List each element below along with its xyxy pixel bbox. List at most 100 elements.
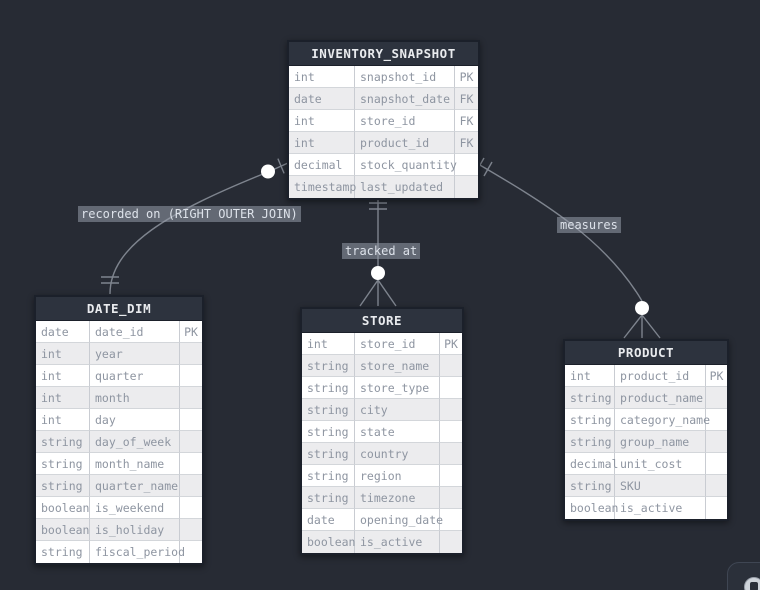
table-row[interactable]: int product_id PK xyxy=(565,365,727,387)
table-row[interactable]: string region xyxy=(302,465,462,487)
relationship-label-recorded-on[interactable]: recorded on (RIGHT OUTER JOIN) xyxy=(78,206,301,222)
column-type: string xyxy=(302,355,355,377)
table-row[interactable]: int quarter xyxy=(36,365,202,387)
column-key-badge xyxy=(180,519,202,541)
table-row[interactable]: string quarter_name xyxy=(36,475,202,497)
column-type: string xyxy=(565,475,615,497)
column-name: store_name xyxy=(355,355,440,377)
table-rows: int store_id PK string store_name string… xyxy=(302,333,462,553)
column-key-badge xyxy=(706,497,727,519)
column-type: string xyxy=(36,431,90,453)
column-key-badge xyxy=(706,387,727,409)
table-row[interactable]: string state xyxy=(302,421,462,443)
table-row[interactable]: string country xyxy=(302,443,462,465)
table-row[interactable]: decimal stock_quantity xyxy=(289,154,478,176)
entity-table-store[interactable]: STORE int store_id PK string store_name … xyxy=(300,307,464,555)
cardinality-one-and-only-one-marker xyxy=(369,202,387,210)
relationship-recorded-on[interactable] xyxy=(101,158,289,295)
column-name: opening_date xyxy=(355,509,443,531)
watermark-badge[interactable] xyxy=(727,562,760,590)
table-title[interactable]: PRODUCT xyxy=(565,341,727,365)
table-row[interactable]: boolean is_active xyxy=(565,497,727,519)
column-type: decimal xyxy=(565,453,618,475)
table-row[interactable]: int snapshot_id PK xyxy=(289,66,478,88)
table-row[interactable]: string store_name xyxy=(302,355,462,377)
column-type: int xyxy=(565,365,615,387)
column-type: string xyxy=(36,453,90,475)
table-row[interactable]: string day_of_week xyxy=(36,431,202,453)
table-row[interactable]: string group_name xyxy=(565,431,727,453)
column-type: string xyxy=(302,399,355,421)
column-key-badge: FK xyxy=(455,110,478,132)
column-key-badge xyxy=(440,509,462,531)
table-row[interactable]: string category_name xyxy=(565,409,727,431)
column-key-badge xyxy=(440,355,462,377)
column-name: city xyxy=(355,399,440,421)
column-name: group_name xyxy=(615,431,706,453)
entity-table-inventory_snapshot[interactable]: INVENTORY_SNAPSHOT int snapshot_id PK da… xyxy=(287,40,480,200)
table-title[interactable]: STORE xyxy=(302,309,462,333)
column-type: int xyxy=(289,110,355,132)
column-type: string xyxy=(565,409,615,431)
column-key-badge xyxy=(706,431,727,453)
column-name: last_updated xyxy=(355,176,455,198)
table-row[interactable]: int store_id PK xyxy=(302,333,462,355)
table-row[interactable]: date opening_date xyxy=(302,509,462,531)
column-key-badge xyxy=(706,475,727,497)
table-row[interactable]: string timezone xyxy=(302,487,462,509)
relationship-label-measures[interactable]: measures xyxy=(557,217,621,233)
watermark-logo-icon xyxy=(744,577,760,590)
table-row[interactable]: decimal unit_cost xyxy=(565,453,727,475)
table-row[interactable]: int day xyxy=(36,409,202,431)
table-row[interactable]: int product_id FK xyxy=(289,132,478,154)
column-type: string xyxy=(565,387,615,409)
table-row[interactable]: date snapshot_date FK xyxy=(289,88,478,110)
column-key-badge xyxy=(180,431,202,453)
table-row[interactable]: int year xyxy=(36,343,202,365)
table-row[interactable]: boolean is_holiday xyxy=(36,519,202,541)
relationship-label-tracked-at[interactable]: tracked at xyxy=(342,243,421,259)
table-row[interactable]: timestamp last_updated xyxy=(289,176,478,198)
table-row[interactable]: int store_id FK xyxy=(289,110,478,132)
table-row[interactable]: boolean is_weekend xyxy=(36,497,202,519)
column-type: boolean xyxy=(36,497,90,519)
entity-table-product[interactable]: PRODUCT int product_id PK string product… xyxy=(563,339,729,521)
table-row[interactable]: string store_type xyxy=(302,377,462,399)
column-key-badge xyxy=(180,453,202,475)
column-type: boolean xyxy=(302,531,355,553)
column-key-badge xyxy=(180,475,202,497)
column-name: store_type xyxy=(355,377,440,399)
table-title[interactable]: INVENTORY_SNAPSHOT xyxy=(289,42,478,66)
column-name: product_id xyxy=(355,132,455,154)
column-name: state xyxy=(355,421,440,443)
column-key-badge xyxy=(706,409,727,431)
column-type: string xyxy=(302,487,355,509)
column-type: boolean xyxy=(565,497,618,519)
table-row[interactable]: date date_id PK xyxy=(36,321,202,343)
table-row[interactable]: string fiscal_period xyxy=(36,541,202,563)
cardinality-one-tick-marker xyxy=(277,158,285,174)
column-name: timezone xyxy=(355,487,440,509)
column-key-badge xyxy=(440,443,462,465)
table-title[interactable]: DATE_DIM xyxy=(36,297,202,321)
column-key-badge xyxy=(180,497,202,519)
table-row[interactable]: int month xyxy=(36,387,202,409)
relationship-measures[interactable] xyxy=(472,157,661,339)
column-name: SKU xyxy=(615,475,706,497)
table-row[interactable]: string city xyxy=(302,399,462,421)
relationship-edge[interactable] xyxy=(109,162,289,295)
table-rows: int snapshot_id PK date snapshot_date FK… xyxy=(289,66,478,198)
column-key-badge xyxy=(440,487,462,509)
column-type: int xyxy=(302,333,355,355)
entity-table-date_dim[interactable]: DATE_DIM date date_id PK int year int qu… xyxy=(34,295,204,565)
table-row[interactable]: string month_name xyxy=(36,453,202,475)
watermark-logo-glyph xyxy=(750,582,758,590)
column-name: unit_cost xyxy=(615,453,706,475)
table-row[interactable]: string SKU xyxy=(565,475,727,497)
table-row[interactable]: boolean is_active xyxy=(302,531,462,553)
column-name: fiscal_period xyxy=(90,541,185,563)
column-name: region xyxy=(355,465,440,487)
table-row[interactable]: string product_name xyxy=(565,387,727,409)
cardinality-zero-circle-marker xyxy=(261,164,275,179)
